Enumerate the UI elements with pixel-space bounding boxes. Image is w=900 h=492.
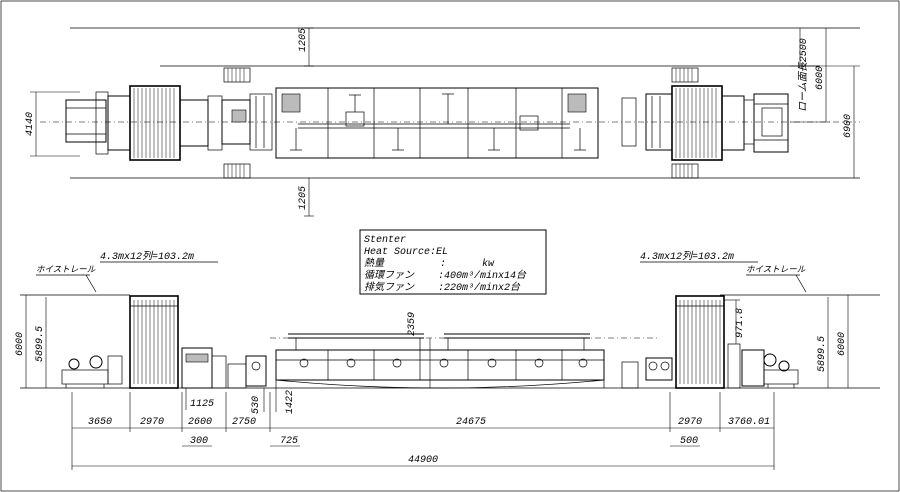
dim-3650: 3650	[88, 417, 112, 428]
right-rail-label: ホイストレール	[746, 265, 806, 275]
dim-2970-right: 2970	[678, 417, 702, 428]
spec-title: Stenter	[364, 235, 406, 246]
spec-exh-value: :220m³/minx2台	[438, 281, 521, 294]
plan-dimensions: 1205 1205 4140 ローム面長2500 6000 6900	[25, 27, 860, 217]
dim-24675: 24675	[456, 417, 486, 428]
spec-heat-source: Heat Source:EL	[364, 247, 448, 258]
dim-44900: 44900	[408, 455, 438, 466]
spec-circ-value: :400m³/minx14台	[438, 269, 527, 282]
spec-heat-colon: :	[440, 259, 446, 270]
elev-left-inlet	[61, 295, 267, 389]
spec-exh-label: 排気ファン	[364, 281, 415, 294]
dim-725: 725	[280, 436, 298, 447]
dim-500: 500	[680, 436, 698, 447]
plan-view: 1205 1205 4140 ローム面長2500 6000 6900	[25, 27, 860, 217]
left-rail-label: ホイストレール	[36, 265, 96, 275]
spec-circ-label: 循環ファン	[364, 269, 415, 282]
right-capacity-label: 4.3mx12列=103.2m	[640, 250, 734, 263]
dim-left-6000: 6000	[15, 332, 26, 356]
elevation-view: 4.3mx12列=103.2m 4.3mx12列=103.2m ホイストレール …	[15, 250, 880, 414]
dim-2600: 2600	[188, 417, 212, 428]
dim-4140: 4140	[25, 112, 36, 136]
dim-1205-bottom: 1205	[298, 186, 309, 210]
dim-rail-2500: ローム面長2500	[798, 38, 810, 112]
dim-1125: 1125	[190, 399, 214, 410]
plan-left-inlet	[65, 67, 273, 179]
bottom-dimensions: 3650 2970 2600 2750 24675 2970 3760.01 3…	[71, 392, 775, 470]
dim-3760: 3760.01	[728, 417, 770, 428]
dim-530: 530	[251, 396, 262, 414]
elev-oven: 2359	[275, 312, 605, 389]
dim-1422: 1422	[285, 390, 296, 414]
elev-right-outlet: 971.8	[621, 295, 799, 389]
dim-300: 300	[190, 436, 208, 447]
dim-2359: 2359	[407, 312, 418, 336]
dim-971: 971.8	[735, 308, 746, 338]
dim-6000-plan: 6000	[815, 66, 826, 90]
plan-oven	[275, 87, 599, 159]
spec-heat-unit: kw	[482, 258, 495, 270]
spec-heat-label: 熱量	[364, 257, 385, 270]
dim-2750: 2750	[232, 417, 256, 428]
left-capacity-label: 4.3mx12列=103.2m	[100, 250, 194, 263]
dim-1205-top: 1205	[298, 28, 309, 52]
plan-right-outlet	[621, 67, 789, 179]
spec-box: Stenter Heat Source:EL 熱量 : kw 循環ファン :40…	[359, 229, 547, 295]
dim-right-6000: 6000	[837, 332, 848, 356]
small-height-dims: 1125 530 1422	[185, 388, 296, 414]
dim-2970-left: 2970	[140, 417, 164, 428]
dim-6900: 6900	[843, 114, 854, 138]
dim-right-5899: 5899.5	[817, 336, 828, 372]
dim-left-5899: 5899.5	[35, 326, 46, 362]
